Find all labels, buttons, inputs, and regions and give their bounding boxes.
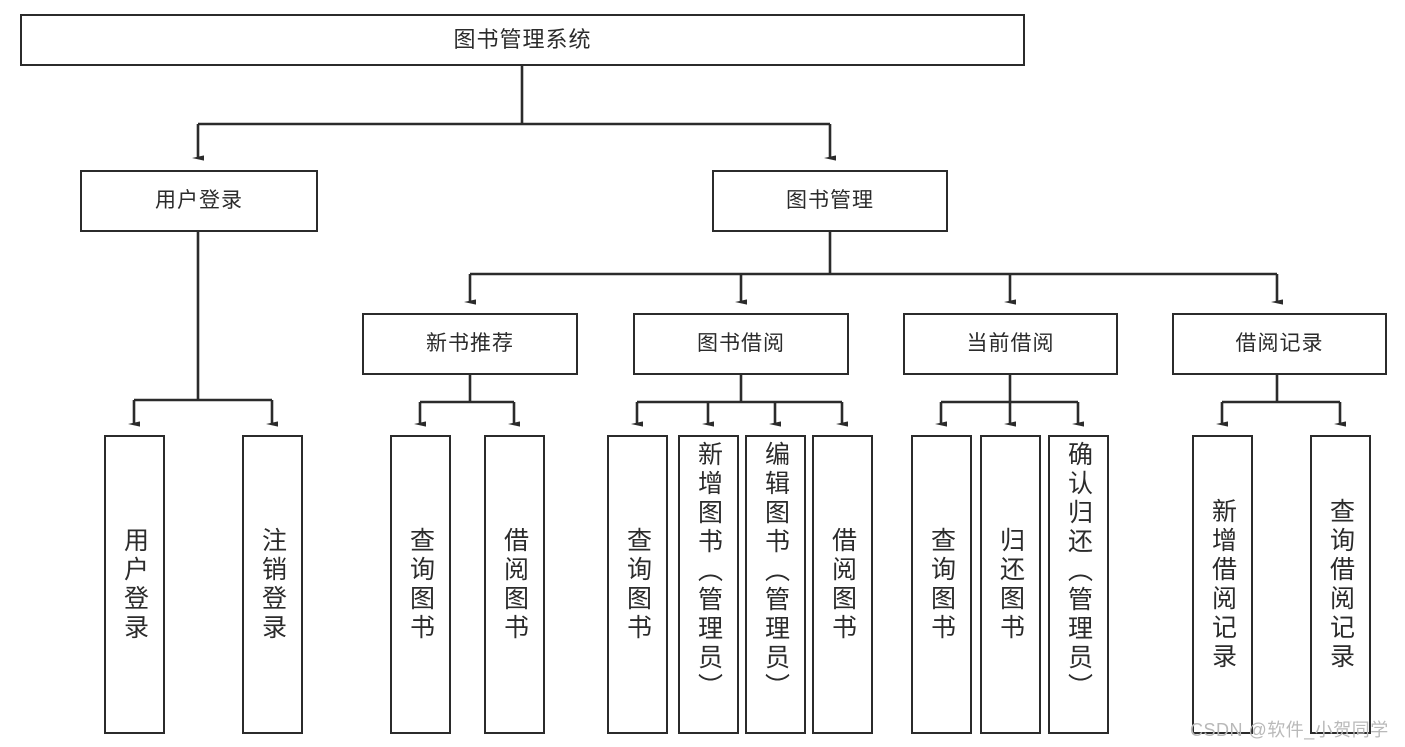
node-label: 查询图书	[927, 526, 956, 643]
node-label: 借阅图书	[828, 526, 857, 643]
watermark-text: CSDN @软件_小贺同学	[1190, 720, 1389, 740]
leaf-user-login[interactable]: 用户登录	[104, 435, 165, 734]
node-label: 新书推荐	[426, 332, 514, 356]
node-root-system[interactable]: 图书管理系统	[20, 14, 1025, 66]
node-label: 查询图书	[406, 526, 435, 643]
leaf-add-borrow-record[interactable]: 新增借阅记录	[1192, 435, 1253, 734]
node-user-login[interactable]: 用户登录	[80, 170, 318, 232]
node-label: 借阅记录	[1235, 332, 1324, 356]
node-borrow-record[interactable]: 借阅记录	[1172, 313, 1387, 375]
node-label: 图书借阅	[697, 332, 785, 356]
node-label: 新增图书（管理员）	[694, 441, 723, 702]
node-label: 借阅图书	[500, 526, 529, 643]
node-book-borrow[interactable]: 图书借阅	[633, 313, 849, 375]
node-label: 图书管理	[786, 189, 874, 213]
leaf-edit-book-admin[interactable]: 编辑图书（管理员）	[745, 435, 806, 734]
leaf-logout[interactable]: 注销登录	[242, 435, 303, 734]
leaf-query-borrow-record[interactable]: 查询借阅记录	[1310, 435, 1371, 734]
node-label: 用户登录	[155, 189, 243, 213]
node-label: 当前借阅	[966, 332, 1055, 356]
node-label: 注销登录	[258, 526, 287, 643]
node-label: 编辑图书（管理员）	[761, 441, 790, 702]
node-label: 用户登录	[120, 526, 149, 643]
node-book-management[interactable]: 图书管理	[712, 170, 948, 232]
node-label: 查询图书	[623, 526, 652, 643]
leaf-query-book-borrow[interactable]: 查询图书	[607, 435, 668, 734]
leaf-borrow-book[interactable]: 借阅图书	[812, 435, 873, 734]
node-label: 确认归还（管理员）	[1064, 441, 1093, 702]
node-label: 查询借阅记录	[1326, 497, 1355, 672]
node-current-borrow[interactable]: 当前借阅	[903, 313, 1118, 375]
leaf-return-book[interactable]: 归还图书	[980, 435, 1041, 734]
leaf-query-book-newbook[interactable]: 查询图书	[390, 435, 451, 734]
node-new-book-recommend[interactable]: 新书推荐	[362, 313, 578, 375]
node-label: 归还图书	[996, 526, 1025, 643]
leaf-add-book-admin[interactable]: 新增图书（管理员）	[678, 435, 739, 734]
leaf-query-book-current[interactable]: 查询图书	[911, 435, 972, 734]
node-label: 新增借阅记录	[1208, 497, 1237, 672]
leaf-confirm-return-admin[interactable]: 确认归还（管理员）	[1048, 435, 1109, 734]
node-label: 图书管理系统	[453, 26, 592, 52]
leaf-borrow-book-newbook[interactable]: 借阅图书	[484, 435, 545, 734]
